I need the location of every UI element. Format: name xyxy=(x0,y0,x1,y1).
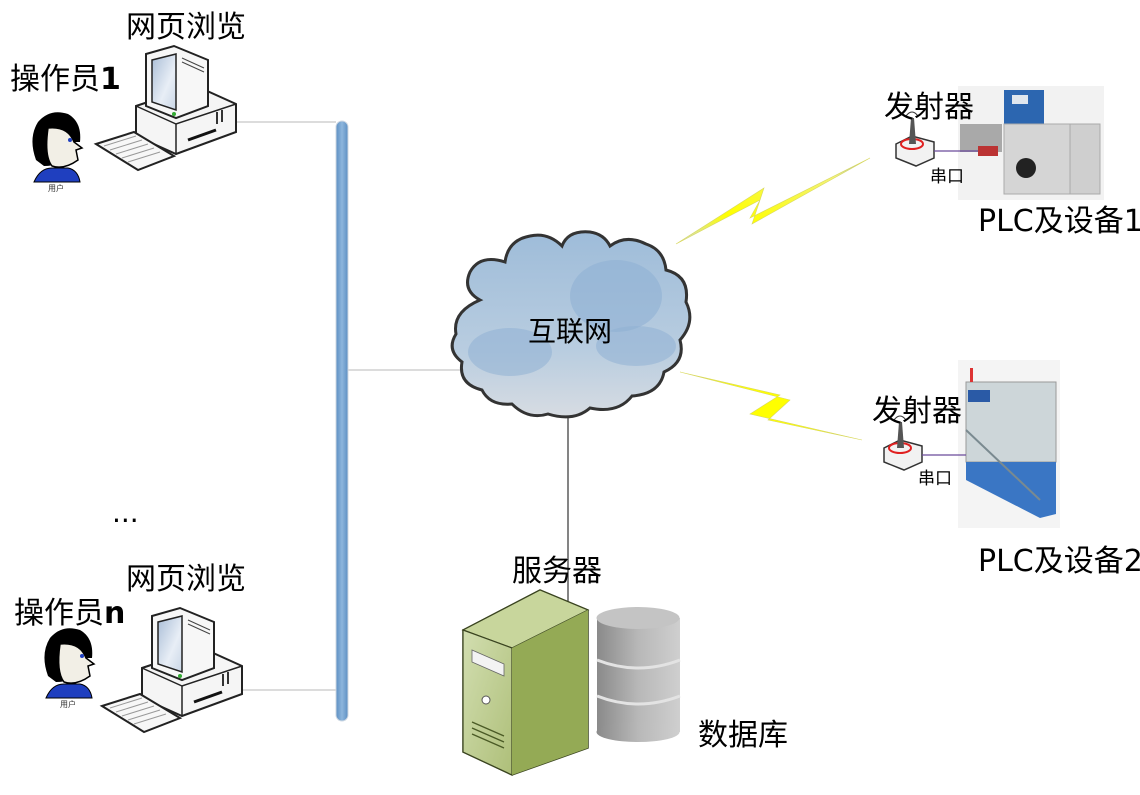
serial-port-2-label: 串口 xyxy=(918,469,952,489)
operator-1-label: 操作员1 xyxy=(10,54,121,98)
operator-1-label-prefix: 操作员 xyxy=(10,62,100,97)
operator-1-label-suffix: 1 xyxy=(100,62,121,97)
internet-label: 互联网 xyxy=(528,315,613,348)
plc-device-1-image xyxy=(958,86,1104,200)
internet-cloud xyxy=(450,230,692,419)
wireless-link-device-1 xyxy=(675,157,871,245)
wireless-link-device-2 xyxy=(679,371,863,441)
transmitter-2-label: 发射器 xyxy=(872,394,962,429)
transmitter-2-icon xyxy=(883,415,923,471)
server-label: 服务器 xyxy=(512,554,602,589)
operator-1-user-caption: 用户 xyxy=(48,184,64,193)
operator-n-label: 操作员n xyxy=(14,588,125,632)
plc-device-2-image xyxy=(958,360,1060,528)
operator-1-browser-label: 网页浏览 xyxy=(126,10,246,45)
database-cylinder xyxy=(596,607,681,742)
operator-n-computer xyxy=(99,606,243,734)
plc-device-2-label: PLC及设备2 xyxy=(978,544,1140,579)
transmitter-1-label: 发射器 xyxy=(884,90,974,125)
server-tower xyxy=(461,589,590,776)
operator-n-label-prefix: 操作员 xyxy=(14,596,104,631)
transmitter-1-icon xyxy=(895,111,935,167)
connection-lines xyxy=(232,121,569,691)
operator-n-user-caption: 用户 xyxy=(60,700,76,709)
operator-n-label-suffix: n xyxy=(104,596,126,631)
operator-1-computer xyxy=(93,44,237,172)
database-label: 数据库 xyxy=(698,718,788,753)
plc-device-1-label: PLC及设备1 xyxy=(978,204,1140,239)
network-bus-bar xyxy=(335,120,349,722)
operator-1-avatar xyxy=(32,112,84,183)
operator-n-avatar xyxy=(44,628,96,699)
serial-port-1-label: 串口 xyxy=(930,167,964,187)
operators-ellipsis: ... xyxy=(112,496,139,529)
operator-n-browser-label: 网页浏览 xyxy=(126,562,246,597)
